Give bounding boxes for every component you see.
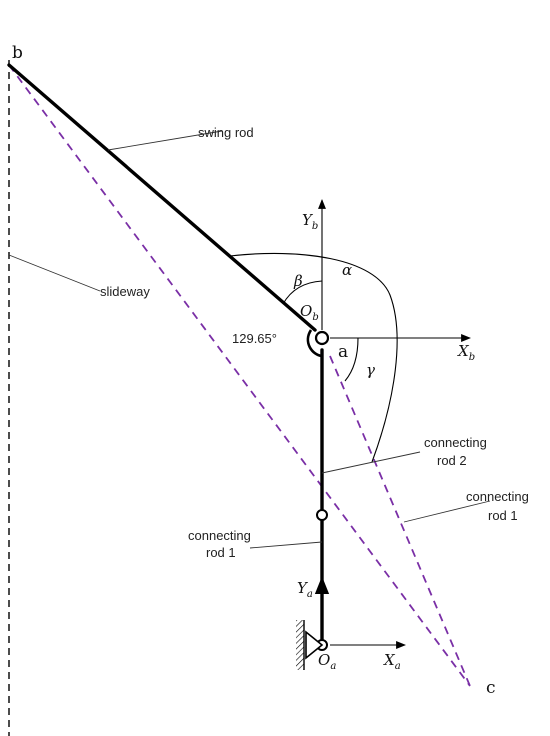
leader-connecting-rod-1-right <box>403 500 491 523</box>
angle-value-label: 129.65° <box>232 331 277 346</box>
point-b-label: b <box>12 43 23 63</box>
yb-label: Yb <box>302 211 318 232</box>
ya-label: Ya <box>297 579 313 600</box>
connecting-rod-1-right-label-line1: connecting <box>466 489 529 504</box>
leader-connecting-rod-2 <box>321 451 421 474</box>
gamma-label: γ <box>366 361 375 379</box>
dashed-line-a-to-c <box>329 355 471 687</box>
ground-hatch <box>296 620 304 670</box>
angle-129-arc <box>306 329 323 358</box>
beta-label: β <box>293 272 303 290</box>
xb-label: Xb <box>457 342 475 363</box>
beta-angle-arc <box>282 280 323 305</box>
ground-support <box>305 630 324 660</box>
connecting-rod-1-left-label-line2: rod 1 <box>206 545 236 560</box>
point-a-label: a <box>338 342 348 362</box>
ob-pivot <box>314 330 330 346</box>
leader-slideway <box>8 254 101 292</box>
connecting-rod-2-label-line2: rod 2 <box>437 453 467 468</box>
gamma-angle-arc <box>344 337 359 382</box>
xa-label: Xa <box>383 651 401 672</box>
point-c-label: c <box>486 678 496 698</box>
alpha-label: α <box>342 261 352 279</box>
dashed-line-b-to-c <box>8 64 471 687</box>
slideway-label: slideway <box>100 284 150 299</box>
connecting-rod-1-left-label-line1: connecting <box>188 528 251 543</box>
swing-rod-label: swing rod <box>198 125 254 140</box>
alpha-angle-arc <box>229 252 398 463</box>
middle-joint <box>316 509 328 521</box>
ob-label: Ob <box>300 302 319 323</box>
swing-rod <box>7 63 317 332</box>
connecting-rod-2-label-line1: connecting <box>424 435 487 450</box>
leader-connecting-rod-1-left <box>249 541 323 549</box>
leader-swing-rod <box>107 130 223 151</box>
connecting-rod-1-right-label-line2: rod 1 <box>488 508 518 523</box>
oa-label: Oa <box>318 651 336 672</box>
